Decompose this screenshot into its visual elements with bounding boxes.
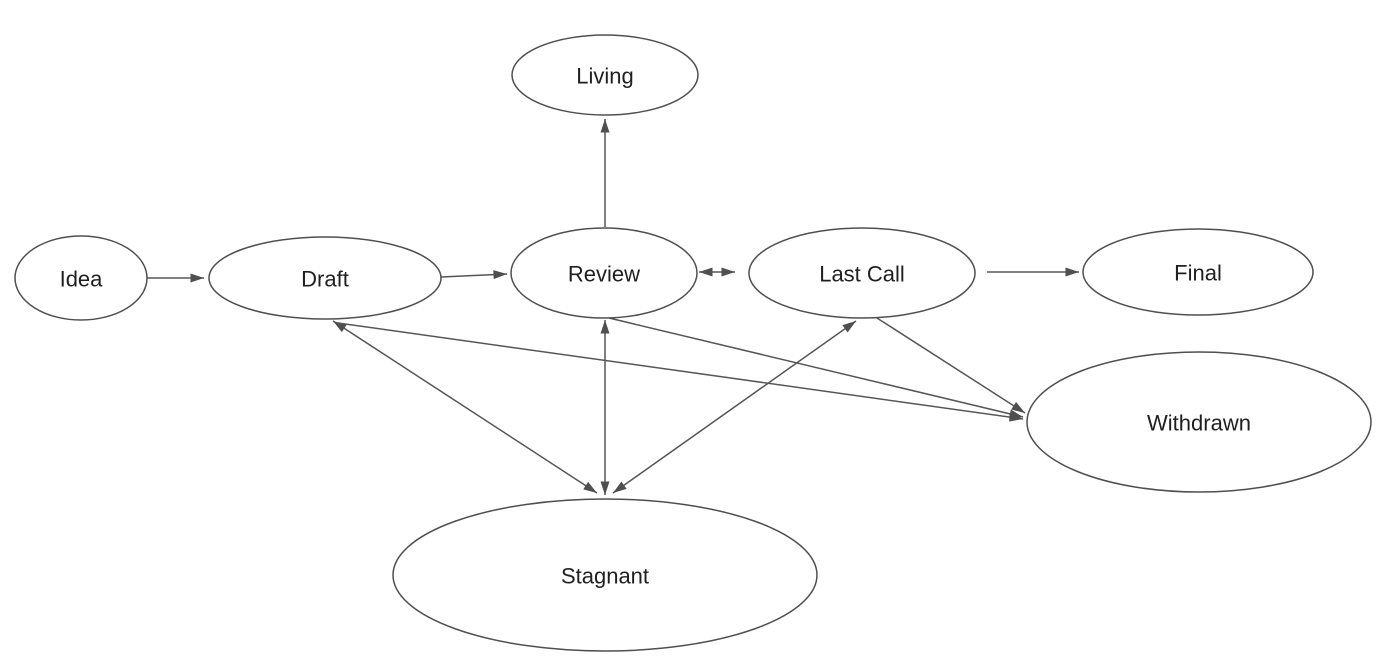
- node-living: Living: [511, 34, 699, 116]
- review-ellipse: [510, 227, 698, 319]
- last-call-label: Last Call: [819, 261, 905, 286]
- final-ellipse: [1082, 228, 1314, 316]
- node-last-call: Last Call: [748, 227, 976, 319]
- living-label: Living: [576, 63, 633, 88]
- withdrawn-label: Withdrawn: [1147, 410, 1251, 435]
- living-ellipse: [511, 34, 699, 116]
- idea-label: Idea: [60, 266, 104, 291]
- stagnant-label: Stagnant: [561, 563, 649, 588]
- edge-draft-to-review: [440, 270, 508, 280]
- node-review: Review: [510, 227, 698, 319]
- edge-draft-to-stagnant: [332, 320, 598, 494]
- stagnant-ellipse: [392, 498, 818, 652]
- edge-review-to-withdrawn: [608, 317, 1024, 419]
- draft-label: Draft: [301, 266, 349, 291]
- node-stagnant: Stagnant: [392, 498, 818, 652]
- idea-ellipse: [14, 235, 148, 321]
- last-call-ellipse: [748, 227, 976, 319]
- final-label: Final: [1174, 260, 1222, 285]
- edge-draft-to-withdrawn: [337, 322, 1024, 422]
- edges-layer: [147, 119, 1079, 495]
- node-withdrawn: Withdrawn: [1026, 351, 1372, 493]
- draft-ellipse: [208, 236, 442, 320]
- review-label: Review: [568, 261, 640, 286]
- withdrawn-ellipse: [1026, 351, 1372, 493]
- edge-last-call-to-withdrawn: [876, 317, 1026, 414]
- node-idea: Idea: [14, 235, 148, 321]
- node-draft: Draft: [208, 236, 442, 320]
- node-final: Final: [1082, 228, 1314, 316]
- edge-stagnant-to-last-call: [612, 320, 857, 494]
